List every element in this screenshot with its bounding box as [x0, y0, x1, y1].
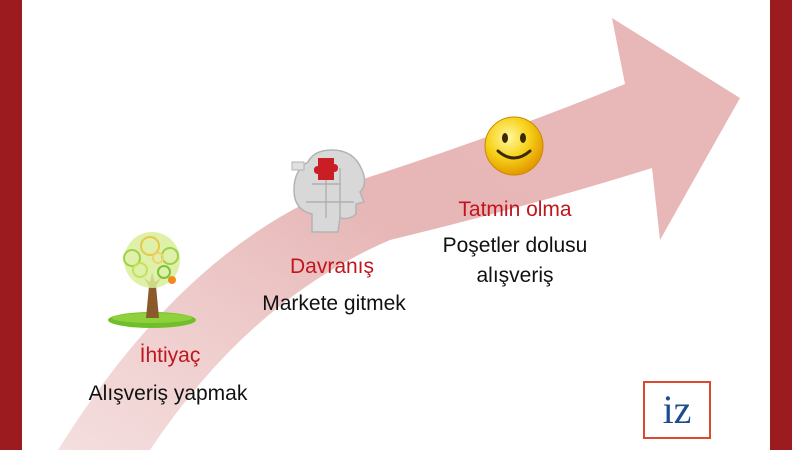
stage-2-description: Markete gitmek	[262, 292, 406, 315]
stage-3-title: Tatmin olma	[458, 198, 572, 221]
right-frame-bar	[770, 0, 792, 450]
iz-logo: iz	[643, 381, 711, 439]
arrow-shape	[58, 18, 740, 450]
stage-3-description-line2: alışveriş	[476, 264, 554, 287]
stage-1-description: Alışveriş yapmak	[88, 382, 248, 405]
smiley-icon	[483, 115, 545, 177]
left-frame-bar	[0, 0, 22, 450]
logo-text: iz	[662, 387, 692, 432]
puzzle-head-icon	[282, 140, 378, 236]
stage-1-title: İhtiyaç	[139, 344, 201, 367]
stage-3-description-line1: Poşetler dolusu	[442, 234, 588, 257]
tree-icon	[102, 228, 202, 328]
stage-2-title: Davranış	[289, 255, 375, 278]
